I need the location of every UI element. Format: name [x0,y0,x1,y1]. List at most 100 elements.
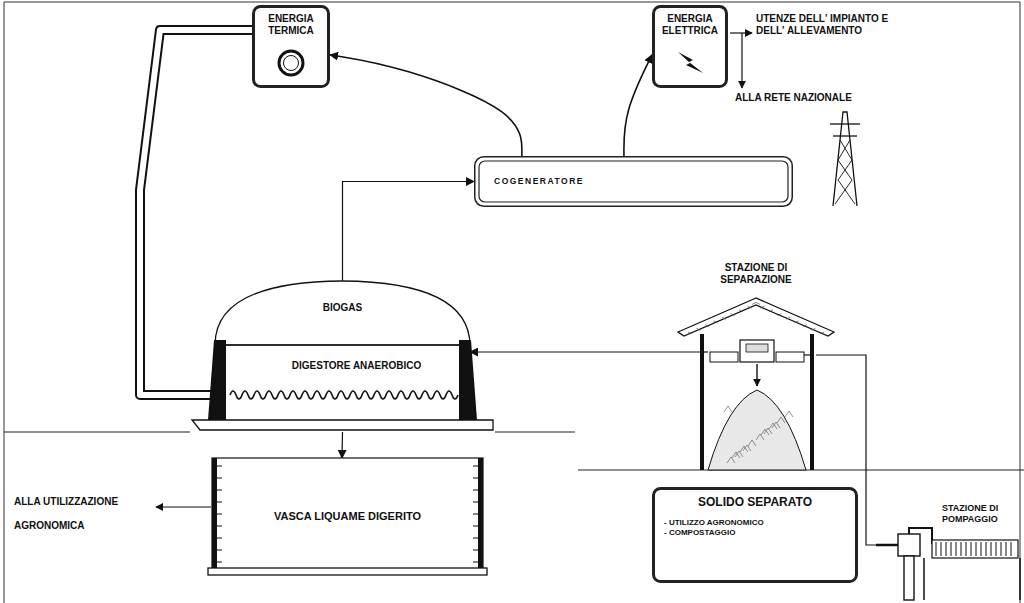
tank-rib [217,502,222,503]
grate [932,540,1018,558]
pumping-station: STAZIONE DI POMPAGGIO [876,500,1022,600]
grate-bar [941,542,942,556]
drop-arrow [756,364,757,386]
digestate-tank: VASCA LIQUAME DIGERITO [212,458,483,575]
roof-tile [739,310,743,312]
wall [810,334,814,470]
tank-rib [473,490,478,491]
pylon-arm [830,123,860,124]
roof-tile [786,317,790,319]
tank-outline [212,458,483,569]
separator-housing [710,352,738,362]
connector-path [470,351,700,352]
pile-texture [727,457,735,463]
tank-rib [217,526,222,527]
box-outline [254,7,329,87]
pile-texture [777,417,785,423]
pile-texture [772,422,780,428]
roof-tile [812,328,816,330]
pile-texture [785,411,793,417]
roof-tile [748,306,752,308]
tank-rib [473,502,478,503]
box-outline [475,157,793,207]
grate-bar [966,542,967,556]
roof-tile [722,317,726,319]
grate-bar [971,542,972,556]
pile-texture [735,451,743,457]
roof-tile [688,332,692,334]
pump-motor [898,534,920,556]
roof-tile [714,321,718,323]
destination-label: UTENZE DELL' IMPIANTO E DELL' ALLEVAMENT… [756,13,916,37]
flow-arrow [624,55,652,156]
tank-rib [217,538,222,539]
flow-arrow [470,352,700,353]
pile-texture [756,434,764,440]
node-heading: COGENERATORE [494,176,584,186]
pylon-arm [833,135,857,136]
heat-icon-inner [284,56,299,71]
solid-pile [708,390,806,470]
roof-tile [697,328,701,330]
pile-texture [748,440,756,446]
grate-bar [946,542,947,556]
node-heading: ENERGIA TERMICA [256,13,326,37]
grate-bar [1011,542,1012,556]
node-heading: BIOGAS [323,302,362,314]
connector-path [330,55,522,156]
roof-tile [761,306,765,308]
leader-arrow [730,32,752,33]
grate-bar [996,542,997,556]
base-slab [192,420,493,430]
anaerobic-digester: BIOGAS DIGESTORE ANAEROBICO [190,278,495,432]
tank-rib [473,526,478,527]
outlet-pipe [700,351,708,352]
tank-rib [217,562,222,563]
pit-wall [924,558,1020,600]
tank-rib [473,562,478,563]
leader-arrow [156,506,211,507]
separator-screen [746,344,768,352]
roof-tile [756,302,760,304]
node-heading: VASCA LIQUAME DIGERITO [274,510,421,523]
ground-line [495,431,575,432]
tank-rib [217,514,222,515]
grate-bar [961,542,962,556]
flow-arrow [343,182,475,282]
grate-bar [981,542,982,556]
ground-line [4,431,190,432]
separated-solid-box: SOLIDO SEPARATO - UTILIZZO AGRONOMICO- CO… [652,487,858,583]
pile-texture [724,406,732,412]
node-text: - COMPOSTAGGIO [664,528,846,538]
energy-box: ENERGIA TERMICA [252,5,330,88]
tank-rib [473,478,478,479]
connector-path [624,55,652,156]
roof-tile [803,325,807,327]
node-text: - UTILIZZO AGRONOMICO [664,518,846,528]
digester-wall [459,340,477,420]
tank-rib [473,538,478,539]
roof-tile [778,314,782,316]
pile-texture [743,445,751,451]
connector-path [341,432,343,458]
box-outline [654,489,857,582]
tank-wall [478,458,483,569]
tank-wall [212,458,217,569]
cogenerator-box: COGENERATORE [474,156,793,207]
separation-station: STAZIONE DI SEPARAZIONE [678,262,834,470]
roof-tile [769,310,773,312]
pump-pipe [876,544,900,547]
tank-rib [473,514,478,515]
pylon-legs [833,112,857,206]
node-heading: SOLIDO SEPARATO [695,495,815,510]
separator-machine [740,340,774,362]
separator-housing [776,352,804,362]
node-heading: ENERGIA ELETTRICA [655,13,725,37]
flow-arrow [330,55,522,156]
heating-coil [230,391,458,399]
box-outline [654,7,727,87]
node-text: DIGESTORE ANAEROBICO [292,360,421,372]
tank-rib [217,478,222,479]
heat-icon [279,51,303,75]
